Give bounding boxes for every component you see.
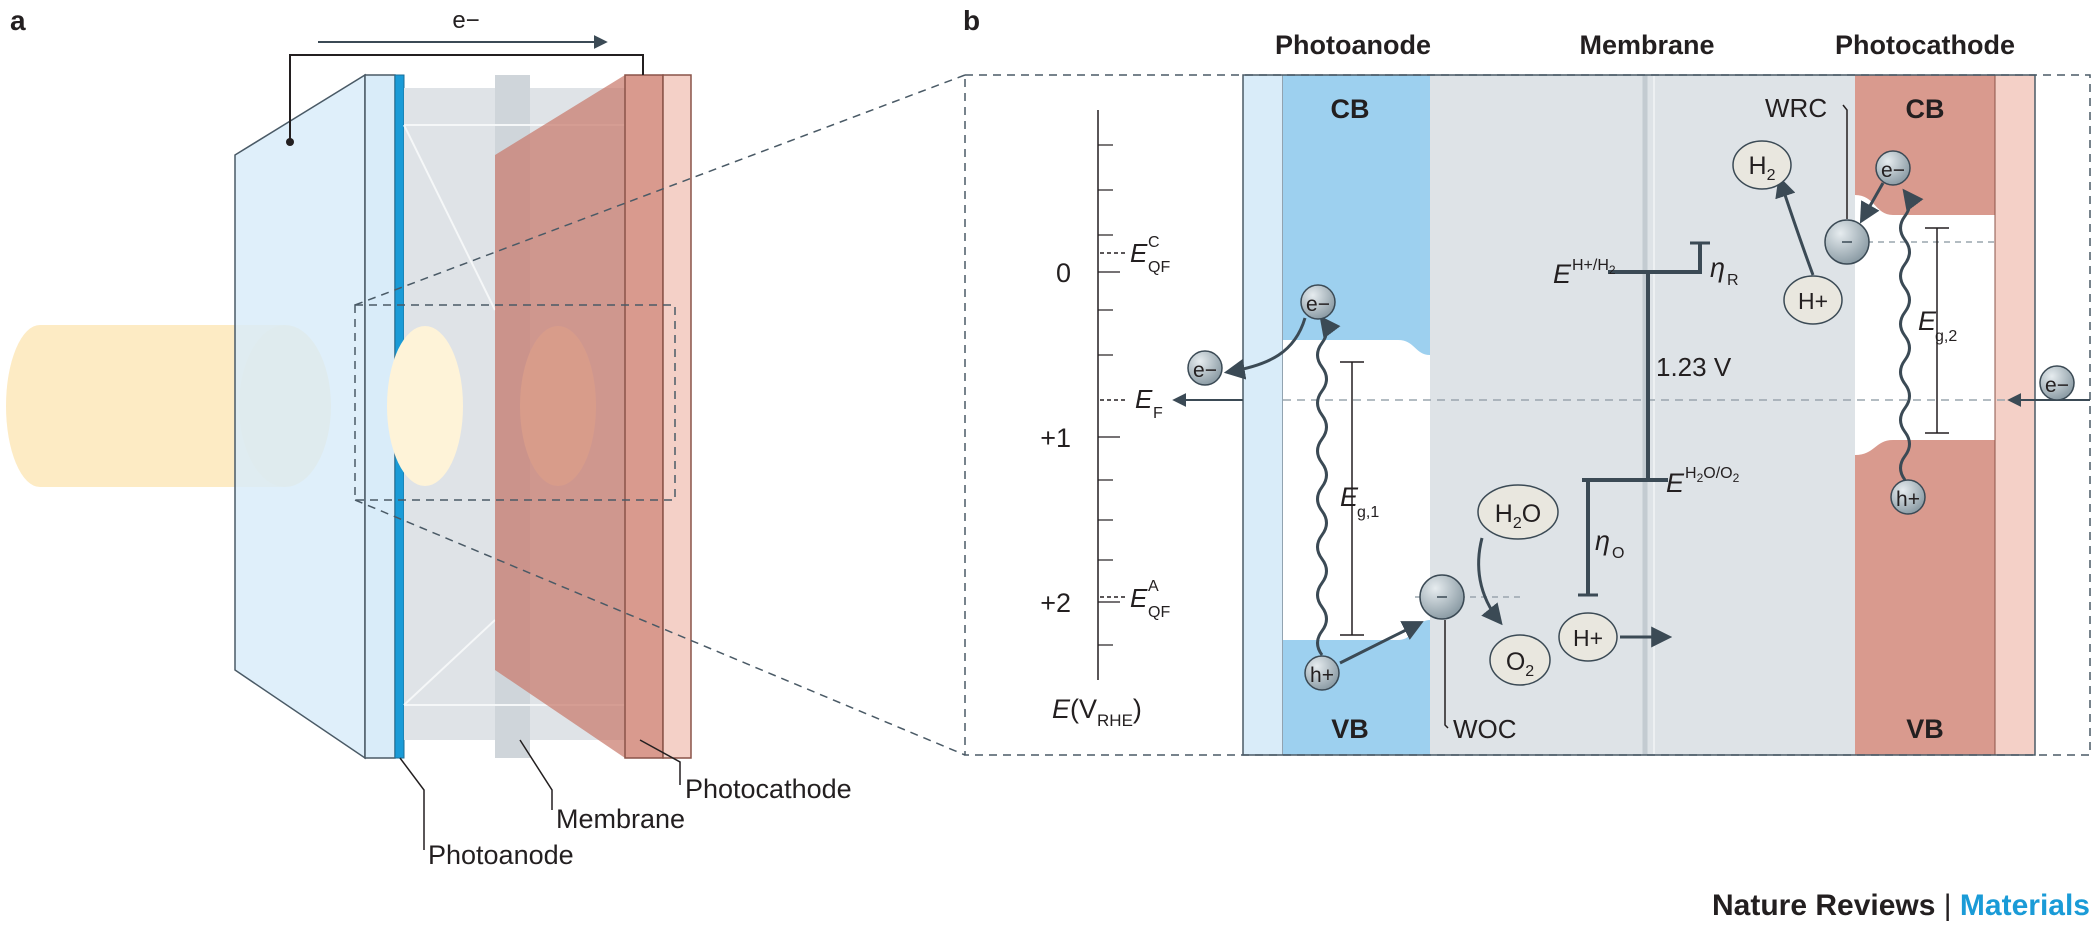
qf-a-symbol: E <box>1130 583 1148 613</box>
axis-label: E(VRHE) <box>1052 694 1142 730</box>
zoom-line-top <box>354 74 966 306</box>
woc-label: WOC <box>1453 714 1517 744</box>
anode-electron: e− <box>1300 284 1336 320</box>
cb-label-anode: CB <box>1331 94 1370 124</box>
svg-text:H+: H+ <box>1798 288 1828 314</box>
svg-text:e−: e− <box>2045 374 2069 397</box>
svg-text:H2: H2 <box>1749 152 1776 184</box>
electron-to-contact-arrow <box>1223 317 1307 380</box>
eta-o-symbol: η <box>1595 526 1610 556</box>
zoom-line-bottom <box>354 499 966 756</box>
eg1-sub: g,1 <box>1357 504 1379 521</box>
vb-label-anode: VB <box>1331 714 1369 744</box>
o-redox-symbol: E <box>1666 468 1685 498</box>
eta-o-sub: O <box>1612 545 1624 562</box>
header-membrane: Membrane <box>1579 30 1714 60</box>
wrc-catalyst: WRC <box>1765 93 1995 265</box>
svg-text:H2O: H2O <box>1495 500 1541 532</box>
ef-sub: F <box>1153 405 1163 422</box>
o-redox-sup: H2O/O2 <box>1685 465 1740 485</box>
header-photoanode: Photoanode <box>1275 30 1431 60</box>
external-circuit: e− <box>286 7 644 146</box>
eg1-symbol: E <box>1340 482 1359 512</box>
electron-flow-label: e− <box>452 7 479 34</box>
h2o-molecule: H2O <box>1477 484 1559 540</box>
svg-text:e−: e− <box>1881 159 1905 182</box>
tick-plus1: +1 <box>1040 423 1071 453</box>
qf-c-sub: QF <box>1148 259 1170 276</box>
ef-symbol: E <box>1135 384 1153 414</box>
h2-molecule: H2 <box>1732 140 1792 190</box>
membrane-proton: H+ <box>1558 612 1618 662</box>
electron-to-wrc-arrow <box>1859 182 1885 224</box>
cathode-proton: H+ <box>1783 275 1843 325</box>
svg-text:e−: e− <box>1193 359 1217 382</box>
zoom-frame <box>964 74 2091 756</box>
woc-catalyst: WOC <box>1415 574 1520 744</box>
header-photocathode: Photocathode <box>1835 30 2015 60</box>
qf-c-sup: C <box>1148 234 1160 251</box>
panel-a-callouts: Photoanode Membrane Photocathode <box>399 739 852 870</box>
panel-a-letter: a <box>10 5 26 36</box>
h-redox-symbol: E <box>1553 259 1572 289</box>
journal-credit: Nature Reviews | Materials <box>1712 889 2090 922</box>
svg-text:h+: h+ <box>1310 664 1334 687</box>
svg-text:h+: h+ <box>1896 488 1920 511</box>
callout-photoanode: Photoanode <box>428 840 574 870</box>
tick-plus2: +2 <box>1040 588 1071 618</box>
zoom-region <box>354 304 676 501</box>
photocathode-excitation: E g,2 <box>1899 188 1957 481</box>
wrc-label: WRC <box>1765 93 1827 123</box>
o2-molecule: O2 <box>1489 634 1551 686</box>
qf-a-sup: A <box>1148 578 1159 595</box>
eg2-symbol: E <box>1918 306 1937 336</box>
qf-c-symbol: E <box>1130 238 1148 268</box>
callout-membrane: Membrane <box>556 804 685 834</box>
svg-text:H+: H+ <box>1573 625 1603 651</box>
eg2-sub: g,2 <box>1935 328 1957 345</box>
anode-hole: h+ <box>1304 655 1340 691</box>
proton-reduction-arrow <box>1775 176 1815 276</box>
h-redox-sup: H+/H2 <box>1572 257 1616 277</box>
voltage-label: 1.23 V <box>1656 352 1732 382</box>
eta-r-symbol: η <box>1710 253 1725 283</box>
cathode-electron: e− <box>1875 150 1911 186</box>
cb-label-cathode: CB <box>1906 94 1945 124</box>
cathode-hole: h+ <box>1890 479 1926 515</box>
back-contact-electron: e− <box>2039 365 2075 401</box>
photoanode-slab <box>234 73 405 760</box>
panel-b-letter: b <box>963 5 980 36</box>
energy-level-labels: E C QF E F E A QF <box>1100 234 2090 621</box>
photoanode-excitation: E g,1 <box>1316 315 1379 656</box>
eta-r-sub: R <box>1727 272 1739 289</box>
water-oxidation-arrow <box>1477 537 1503 626</box>
photocathode-slab <box>495 74 692 759</box>
tick-0: 0 <box>1056 258 1071 288</box>
svg-text:O2: O2 <box>1506 648 1534 680</box>
hole-to-woc-arrow <box>1339 621 1424 665</box>
qf-a-sub: QF <box>1148 604 1170 621</box>
callout-photocathode: Photocathode <box>685 774 852 804</box>
vb-label-cathode: VB <box>1906 714 1944 744</box>
contact-electron: e− <box>1187 350 1223 386</box>
potential-axis: 0 +1 +2 E(VRHE) <box>1040 110 1142 730</box>
redox-potential-ladder: E H+/H2 η R 1.23 V E H2O/O2 η O <box>1553 241 1740 597</box>
svg-text:e−: e− <box>1306 293 1330 316</box>
